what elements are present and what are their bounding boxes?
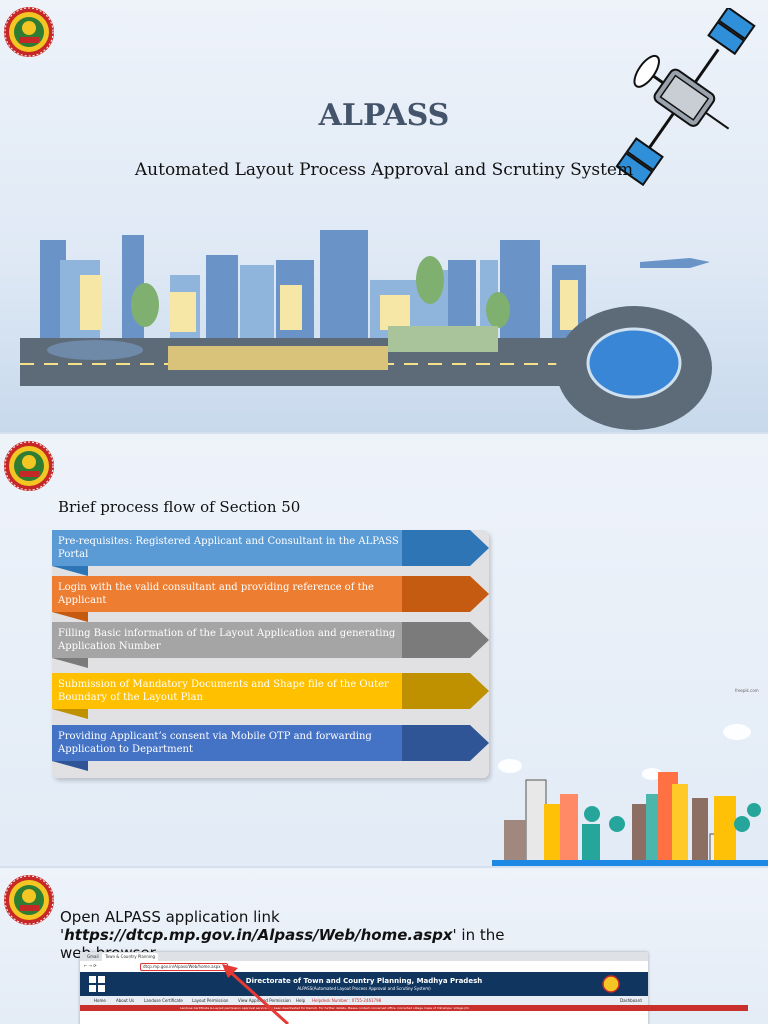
nav-home[interactable]: Home: [94, 998, 106, 1003]
process-step-text: Filling Basic information of the Layout …: [58, 628, 396, 652]
process-step-4: Submission of Mandatory Documents and Sh…: [52, 673, 489, 719]
site-nav-bar: Home About Us Landuse Certificate Layout…: [80, 996, 648, 1005]
news-ticker: Landuse Certificate & Layout permission …: [80, 1005, 748, 1011]
nav-landuse-certificate[interactable]: Landuse Certificate: [144, 998, 183, 1003]
nav-layout-permission[interactable]: Layout Permission: [192, 998, 229, 1003]
browser-url-field[interactable]: dtcp.mp.gov.in/Alpass/Web/home.aspx: [140, 963, 228, 971]
nav-help[interactable]: Help: [296, 998, 306, 1003]
satellite-icon: [615, 8, 756, 187]
slide-3: Open ALPASS application link 'https://dt…: [0, 868, 768, 1024]
process-step-3: Filling Basic information of the Layout …: [52, 622, 489, 668]
nav-view-approved-permission[interactable]: View Approved Permission: [238, 998, 291, 1003]
helpdesk-number: Helpdesk Number : 0755-2461798: [312, 998, 382, 1003]
site-emblem-icon: [602, 975, 620, 993]
step-ribbon-shape: [52, 576, 489, 622]
mp-emblem-logo: [4, 7, 54, 57]
presentation-title: ALPASS: [318, 98, 450, 133]
browser-tab-tcp[interactable]: Town & Country Planning: [102, 953, 159, 961]
menu-grid-icon[interactable]: [88, 975, 106, 993]
process-step-2: Login with the valid consultant and prov…: [52, 576, 489, 622]
instruction-prefix: Open ALPASS application link ': [60, 908, 280, 944]
red-arrow-pointer: [222, 964, 290, 1024]
process-step-text: Providing Applicant’s consent via Mobile…: [58, 731, 372, 755]
process-step-text: Submission of Mandatory Documents and Sh…: [58, 679, 389, 703]
presentation-subtitle: Automated Layout Process Approval and Sc…: [134, 160, 634, 180]
browser-tab-gmail[interactable]: Gmail: [87, 954, 99, 959]
site-subtitle: ALPASS(Automated Layout Process Approval…: [297, 986, 431, 991]
city-skyline-illustration: [20, 230, 712, 430]
nav-arrows-icon[interactable]: ← → ⟳: [84, 963, 97, 968]
process-flow-heading: Brief process flow of Section 50: [58, 498, 301, 516]
slide-2: Brief process flow of Section 50 Pre-req…: [0, 434, 768, 866]
browser-address-bar: ← → ⟳ dtcp.mp.gov.in/Alpass/Web/home.asp…: [80, 962, 648, 971]
image-credit: freepik.com: [735, 688, 759, 693]
site-header: Directorate of Town and Country Planning…: [80, 972, 648, 996]
mp-emblem-logo: [4, 875, 54, 925]
step-ribbon-shape: [52, 673, 489, 719]
alpass-url-link[interactable]: https://dtcp.mp.gov.in/Alpass/Web/home.a…: [64, 926, 453, 944]
slide-1: ALPASS Automated Layout Process Approval…: [0, 0, 768, 432]
browser-tab-bar: Gmail Town & Country Planning: [80, 952, 648, 961]
step-ribbon-shape: [52, 725, 489, 771]
process-step-text: Pre-requisites: Registered Applicant and…: [58, 536, 399, 560]
city-buildings-illustration: [492, 724, 768, 866]
mp-emblem-logo: [4, 441, 54, 491]
nav-dashboard[interactable]: Dashboard: [620, 998, 642, 1003]
browser-screenshot: Gmail Town & Country Planning ← → ⟳ dtcp…: [80, 952, 748, 1024]
process-step-1: Pre-requisites: Registered Applicant and…: [52, 530, 489, 576]
step-ribbon-shape: [52, 530, 489, 576]
process-step-text: Login with the valid consultant and prov…: [58, 582, 374, 606]
nav-about-us[interactable]: About Us: [116, 998, 135, 1003]
process-step-5: Providing Applicant’s consent via Mobile…: [52, 725, 489, 771]
site-title: Directorate of Town and Country Planning…: [245, 977, 483, 985]
step-ribbon-shape: [52, 622, 489, 668]
